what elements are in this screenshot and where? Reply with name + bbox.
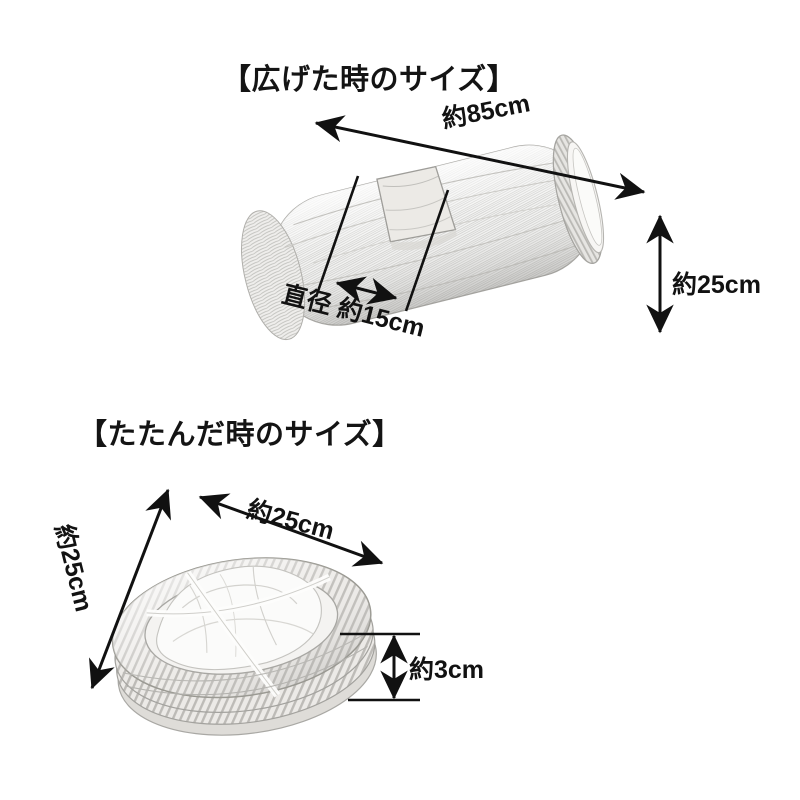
diameter-extension-line-right xyxy=(404,189,450,312)
section-heading-folded: 【たたんだ時のサイズ】 xyxy=(78,419,402,451)
folded-height-arrow-25cm xyxy=(89,488,171,690)
dimension-label-thickness: 約3cm xyxy=(409,656,485,684)
dimension-label-folded-width: 約25cm xyxy=(243,495,338,546)
dimension-label-height: 約25cm xyxy=(672,271,761,299)
section-heading-expanded: 【広げた時のサイズ】 xyxy=(222,64,517,96)
dimension-label-diameter: 直径 約15cm xyxy=(279,280,428,343)
diameter-extension-line-left xyxy=(314,175,360,298)
length-arrow-85cm xyxy=(314,115,646,200)
tunnel-illustration-folded xyxy=(111,557,377,736)
dimension-label-folded-height: 約25cm xyxy=(49,521,98,615)
